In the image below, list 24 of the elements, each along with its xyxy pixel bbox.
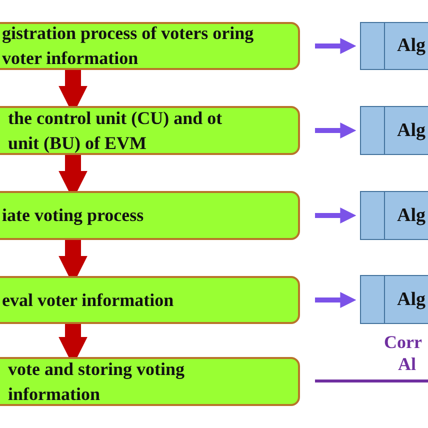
algorithm-label: Alg <box>397 204 426 226</box>
algorithm-label: Alg <box>397 288 426 310</box>
process-box <box>0 357 300 406</box>
step-text: vote and storing voting information <box>8 358 186 406</box>
step-text: iate voting process <box>2 204 145 227</box>
process-box <box>0 191 300 240</box>
note-text: Al <box>398 354 416 375</box>
algorithm-box <box>360 275 428 324</box>
process-box <box>0 22 300 70</box>
arrow <box>315 38 356 54</box>
algorithm-box <box>360 191 428 240</box>
arrow <box>315 122 356 138</box>
arrow <box>315 292 356 308</box>
note-text: Corr <box>384 332 422 353</box>
algorithm-label: Alg <box>397 120 426 142</box>
process-box <box>0 106 300 155</box>
algorithm-box <box>360 22 428 70</box>
process-box <box>0 276 300 324</box>
step-text: eval voter information <box>2 288 175 312</box>
arrow <box>315 208 356 224</box>
algorithm-box <box>360 106 428 155</box>
step-text: gistration process of voters oring voter information <box>2 22 255 70</box>
step-text: the control unit (CU) and ot unit (BU) of EVM <box>8 106 224 155</box>
algorithm-label: Alg <box>397 35 426 57</box>
